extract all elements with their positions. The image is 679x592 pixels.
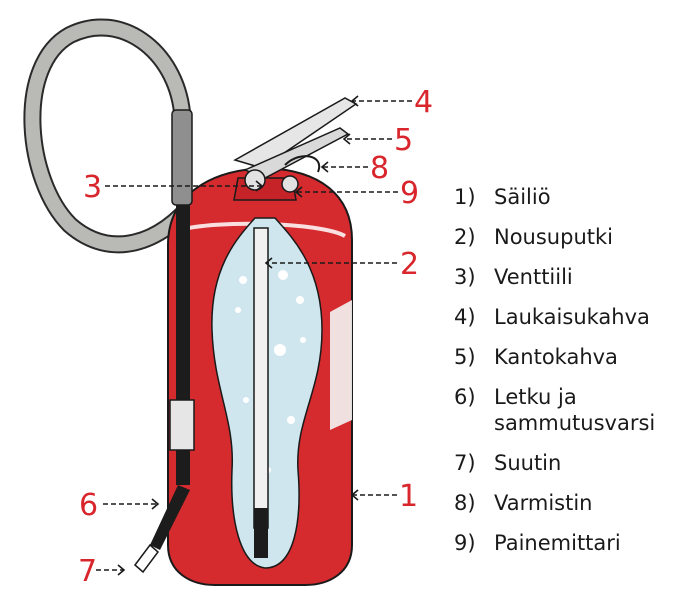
legend-label: Kantokahva <box>494 344 618 370</box>
callout-4: 4 <box>414 85 433 120</box>
callout-5: 5 <box>394 123 413 158</box>
legend-number: 7) <box>454 450 494 476</box>
legend-label: Painemittari <box>494 530 621 556</box>
valve-assembly <box>235 98 356 192</box>
legend-item: 5)Kantokahva <box>454 344 679 370</box>
legend-number: 1) <box>454 184 494 210</box>
legend-item: 2)Nousuputki <box>454 224 679 250</box>
legend-number: 8) <box>454 490 494 516</box>
legend-label: Varmistin <box>494 490 592 516</box>
legend-label: Letku ja sammutusvarsi <box>494 384 655 436</box>
legend-item: 6)Letku ja sammutusvarsi <box>454 384 679 436</box>
legend-label: Laukaisukahva <box>494 304 650 330</box>
callout-1: 1 <box>399 479 418 514</box>
legend-item: 8)Varmistin <box>454 490 679 516</box>
callout-7: 7 <box>78 554 97 589</box>
legend-number: 4) <box>454 304 494 330</box>
legend-number: 2) <box>454 224 494 250</box>
legend-item: 3)Venttiili <box>454 264 679 290</box>
legend-label: Venttiili <box>494 264 573 290</box>
legend-number: 5) <box>454 344 494 370</box>
legend-item: 4)Laukaisukahva <box>454 304 679 330</box>
legend-label: Nousuputki <box>494 224 613 250</box>
callout-6: 6 <box>79 488 98 523</box>
legend: 1)Säiliö 2)Nousuputki 3)Venttiili 4)Lauk… <box>454 184 679 570</box>
legend-item: 7)Suutin <box>454 450 679 476</box>
callout-8: 8 <box>370 151 389 186</box>
callout-9: 9 <box>400 176 419 211</box>
legend-label: Säiliö <box>494 184 551 210</box>
legend-number: 3) <box>454 264 494 290</box>
legend-number: 6) <box>454 384 494 436</box>
callout-3: 3 <box>83 170 102 205</box>
legend-label: Suutin <box>494 450 561 476</box>
callout-2: 2 <box>400 247 419 282</box>
legend-item: 9)Painemittari <box>454 530 679 556</box>
legend-item: 1)Säiliö <box>454 184 679 210</box>
legend-number: 9) <box>454 530 494 556</box>
